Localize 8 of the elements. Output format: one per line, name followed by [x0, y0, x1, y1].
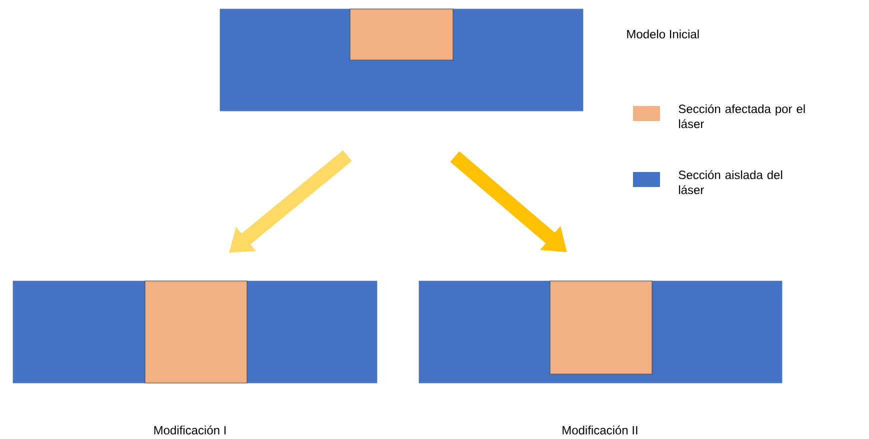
- node-label: Modificación II: [562, 426, 638, 434]
- bar-drawing: [220, 8, 584, 112]
- node-label: Modelo Inicial: [627, 30, 699, 38]
- legend-text: Sección afectada por el láser: [678, 104, 805, 128]
- bar-drawing: [12, 280, 378, 384]
- legend-text: Sección aislada del láser: [678, 170, 782, 194]
- bar-drawing: [418, 280, 782, 384]
- node-label: Modificación I: [154, 426, 226, 434]
